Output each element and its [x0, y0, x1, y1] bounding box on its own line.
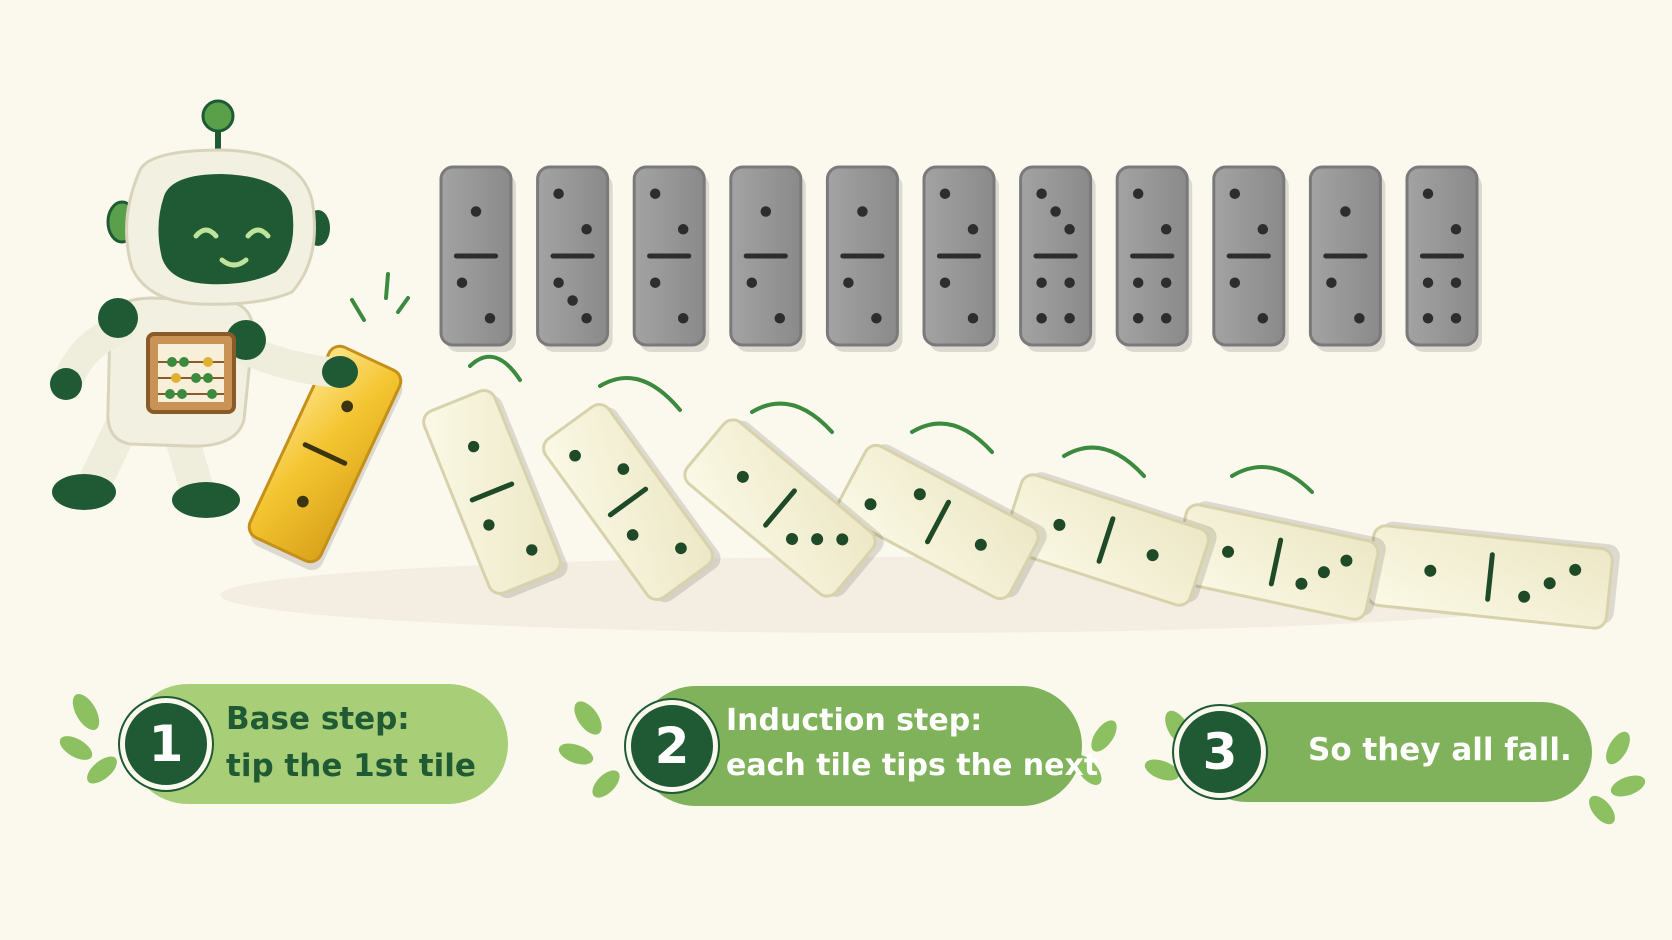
standing-domino — [632, 165, 710, 352]
standing-domino — [1405, 165, 1482, 352]
standing-domino — [729, 165, 806, 352]
leaf-decorations — [59, 693, 1646, 825]
motion-arc — [468, 354, 522, 382]
step-line: each tile tips the next — [726, 748, 1099, 783]
standing-domino — [439, 165, 516, 352]
step-line: So they all fall. — [1308, 732, 1572, 768]
falling-domino — [836, 443, 1047, 601]
standing-domino — [1019, 165, 1096, 352]
step-text: Induction step: each tile tips the next — [726, 698, 1098, 788]
motion-arc — [598, 376, 682, 412]
step-text: Base step: tip the 1st tile — [226, 696, 476, 789]
motion-arc — [750, 401, 834, 434]
robot-mascot-icon — [50, 99, 410, 518]
falling-domino — [683, 418, 884, 598]
standing-domino — [1212, 165, 1289, 352]
step-pill-1: 1 Base step: tip the 1st tile — [120, 684, 508, 804]
step-pill-2: 2 Induction step: each tile tips the nex… — [626, 686, 1098, 806]
standing-domino — [825, 165, 903, 352]
falling-domino — [1366, 521, 1620, 630]
motion-arc — [1230, 465, 1314, 494]
falling-domino — [422, 389, 568, 599]
standing-domino-row — [439, 165, 1482, 352]
step-text: So they all fall. — [1308, 727, 1572, 774]
falling-domino-row — [247, 344, 1620, 630]
abacus-icon — [146, 332, 236, 414]
motion-arc — [910, 421, 994, 454]
standing-domino — [1308, 165, 1386, 352]
falling-domino — [542, 403, 721, 603]
falling-domino — [1172, 501, 1386, 621]
first-gold-domino — [247, 344, 403, 571]
step-number-badge: 2 — [626, 700, 718, 792]
step-number-badge: 1 — [120, 698, 212, 790]
falling-domino — [1002, 472, 1217, 607]
standing-domino — [536, 165, 613, 352]
step-line: tip the 1st tile — [226, 747, 476, 784]
step-pill-3: 3 So they all fall. — [1174, 702, 1592, 802]
motion-arc — [1062, 445, 1146, 478]
standing-domino — [1115, 165, 1193, 352]
standing-domino — [922, 165, 999, 352]
step-line: Base step: — [226, 701, 410, 737]
step-line: Induction step: — [726, 703, 983, 738]
step-number-badge: 3 — [1174, 706, 1266, 798]
